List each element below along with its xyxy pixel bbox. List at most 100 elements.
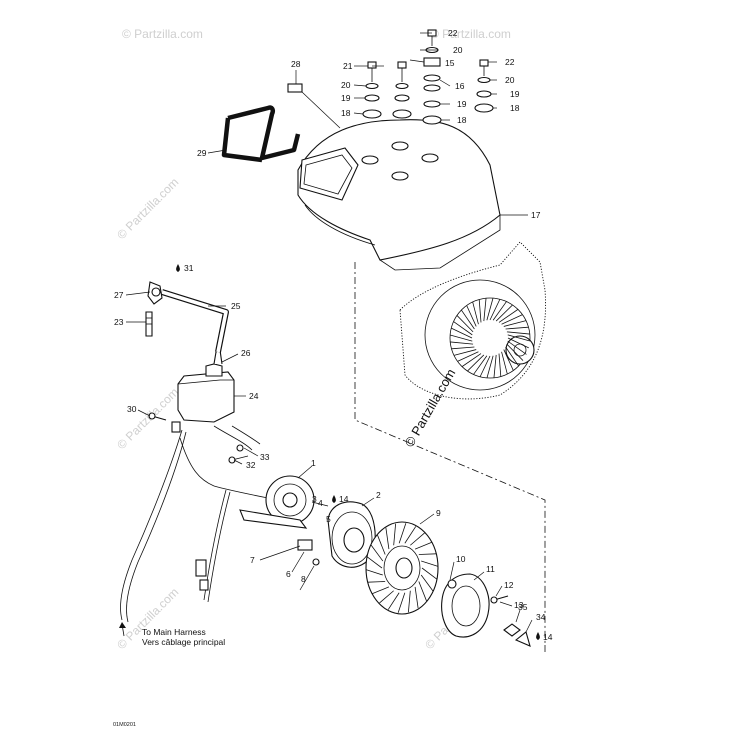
harness-note-fr: Vers câblage principal (142, 637, 225, 647)
fan-blade (365, 569, 383, 576)
starter-fin (505, 326, 529, 330)
callout-label: 31 (184, 263, 194, 273)
starter-fin (495, 304, 513, 322)
callout-label: 25 (231, 301, 241, 311)
starter-fin (451, 327, 473, 339)
fan-blade (366, 556, 383, 569)
starter-fin (457, 351, 479, 362)
wiring-harness (120, 429, 269, 623)
stator-plate (239, 475, 329, 566)
callout-label: 22 (505, 57, 515, 67)
oil-drop-icon (176, 264, 180, 272)
starter-fins (450, 298, 530, 378)
starter-fin (451, 346, 475, 350)
watermark-text: © Partzilla.com (114, 385, 181, 452)
starter-fin (507, 337, 529, 349)
fan-blade (379, 590, 394, 604)
callout-label: 15 (445, 58, 455, 68)
watermark-text: © Partzilla.com (430, 27, 511, 41)
callout-label: 34 (536, 612, 546, 622)
callout-label: 33 (260, 452, 270, 462)
fan-blade (370, 544, 384, 562)
starter-fin (467, 354, 485, 372)
spark-plug-wire (145, 281, 229, 353)
oil-drop-icon (332, 495, 336, 503)
callout-label: 8 (301, 574, 306, 584)
starter-fin (498, 353, 502, 377)
fan-blade (421, 560, 439, 567)
starter-fin (453, 349, 477, 356)
leader-lines (125, 32, 533, 633)
callout-label: 28 (291, 59, 301, 69)
assembly-guide-lines (354, 262, 546, 655)
callout-label: 19 (510, 89, 520, 99)
starter-fin (506, 343, 524, 361)
harness-note: To Main Harness Vers câblage principal (119, 622, 225, 647)
callout-label: 19 (457, 99, 467, 109)
fan-blade (410, 532, 425, 546)
diagram-reference: 01M0201 (113, 722, 136, 728)
callout-label: 32 (246, 460, 256, 470)
lubricant-symbols (176, 264, 540, 640)
starter-fin (450, 334, 473, 342)
callout-label: 21 (343, 61, 353, 71)
callout-label: 3 (312, 494, 317, 504)
callout-label: 2 (376, 490, 381, 500)
callout-label: 23 (114, 317, 124, 327)
starter-fin (479, 355, 491, 377)
harness-note-en: To Main Harness (142, 627, 206, 637)
fan-blade (397, 592, 406, 613)
fan-blade (404, 526, 417, 544)
fan-blade (385, 527, 390, 550)
callout-label: 10 (456, 554, 466, 564)
starter-fin (472, 301, 479, 325)
starter-fin (466, 305, 477, 327)
callout-label: 24 (249, 391, 259, 401)
fan-blade (407, 590, 411, 613)
watermark-main-text: © Partzilla.com (402, 366, 459, 449)
callout-label: 26 (241, 348, 251, 358)
fan-blade (420, 574, 434, 592)
fan-blade (421, 567, 438, 580)
watermarks: © Partzilla.com © Partzilla.com © Partzi… (114, 27, 511, 652)
callout-label: 14 (339, 494, 349, 504)
callout-label: 29 (197, 148, 207, 158)
callout-label: 18 (341, 108, 351, 118)
starter-fin (507, 340, 527, 355)
starter-fin (505, 346, 519, 367)
starter-fin (486, 355, 494, 378)
callout-label: 19 (341, 93, 351, 103)
fan-blade (414, 586, 419, 609)
callout-label: 4 (318, 498, 323, 508)
callout-label: 16 (455, 81, 465, 91)
callout-label: 20 (341, 80, 351, 90)
callout-label: 5 (326, 514, 331, 524)
coil-hardware (148, 412, 249, 464)
callout-label: 22 (448, 28, 458, 38)
callout-label: 13 (514, 600, 524, 610)
fan-blades (365, 523, 439, 613)
starter-fin (492, 301, 507, 321)
callout-label: 6 (286, 569, 291, 579)
starter-fin (461, 309, 475, 330)
callout-label: 7 (250, 555, 255, 565)
starter-pulley (441, 573, 490, 638)
callout-label: 27 (114, 290, 124, 300)
starter-fin (501, 351, 508, 375)
top-fasteners (362, 29, 494, 125)
callout-label: 20 (505, 75, 515, 85)
starter-fin (456, 315, 474, 333)
fan-blade (414, 541, 432, 550)
oil-drop-icon (536, 632, 540, 640)
fan-blade (398, 523, 407, 544)
callout-labels: 22 20 15 21 20 19 18 16 19 18 22 20 19 1… (114, 28, 553, 642)
callout-label: 1 (311, 458, 316, 468)
fan-blade (418, 553, 437, 555)
fan-blade (418, 581, 427, 602)
decal-and-gasket (221, 83, 303, 163)
callout-label: 12 (504, 580, 514, 590)
recoil-starter-housing (399, 241, 546, 400)
callout-label: 30 (127, 404, 137, 414)
